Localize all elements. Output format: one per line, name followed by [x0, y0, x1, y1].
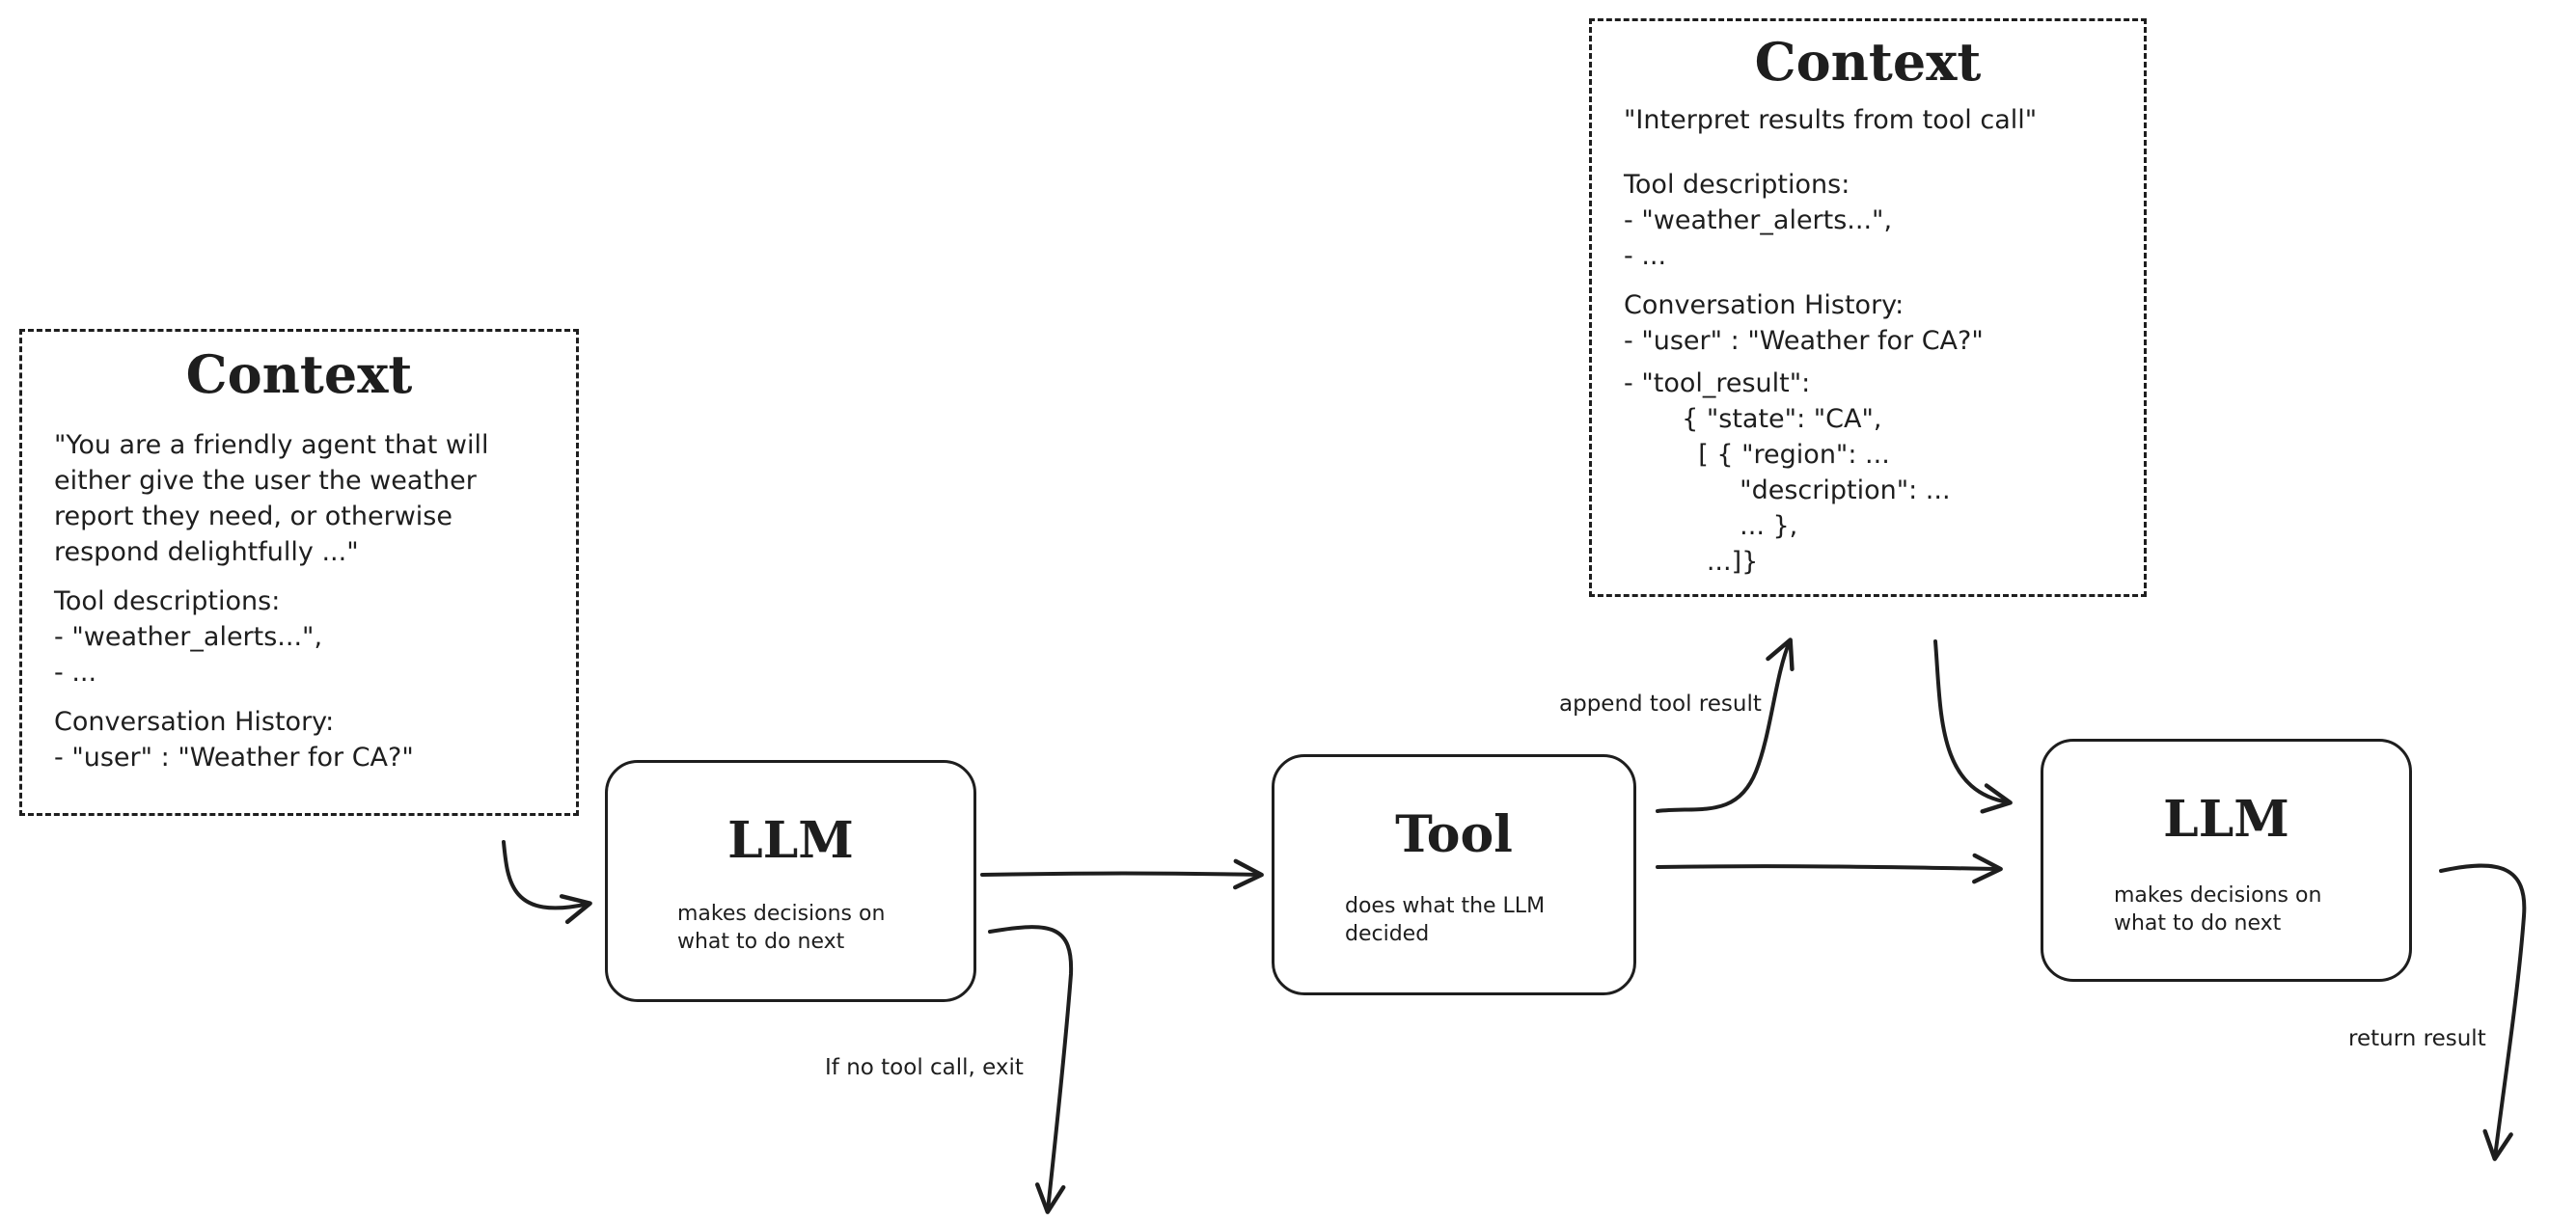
arrow-context-to-llm2: [1933, 639, 2013, 814]
arrow-context-to-llm: [502, 840, 592, 925]
tool-result-line: - "tool_result":: [1624, 368, 1811, 398]
arrow-llm-exit: [988, 925, 1074, 1214]
system-prompt-line: "You are a friendly agent that will: [54, 430, 489, 460]
edge-label-no-tool-exit: If no tool call, exit: [825, 1055, 1024, 1080]
tool-description-item: - ...: [54, 658, 97, 688]
context-box-initial: Context "You are a friendly agent that w…: [19, 329, 579, 816]
node-description: makes decisions on what to do next: [677, 900, 885, 956]
tool-description-item: - ...: [1624, 241, 1667, 271]
context-body: "Interpret results from tool call" Tool …: [1624, 102, 2037, 580]
node-title: Tool: [1395, 805, 1513, 864]
node-description-line: makes decisions on: [2114, 883, 2322, 908]
context-title: Context: [1754, 31, 1982, 93]
history-item: - "user" : "Weather for CA?": [54, 743, 414, 773]
node-description-line: decided: [1345, 922, 1430, 946]
node-description-line: makes decisions on: [677, 902, 886, 926]
llm-node-first: LLM makes decisions on what to do next: [605, 760, 976, 1002]
tool-result-line: ...]}: [1624, 547, 1759, 577]
node-description: does what the LLM decided: [1345, 892, 1545, 948]
system-prompt-line: "Interpret results from tool call": [1624, 105, 2038, 135]
llm-node-second: LLM makes decisions on what to do next: [2041, 739, 2412, 982]
history-item: - "user" : "Weather for CA?": [1624, 326, 1984, 356]
node-description-line: what to do next: [2114, 911, 2282, 936]
context-title: Context: [185, 343, 413, 405]
node-description-line: what to do next: [677, 930, 845, 954]
tool-description-item: - "weather_alerts...",: [54, 622, 323, 652]
arrow-tool-append: [1656, 638, 1795, 813]
tool-descriptions-heading: Tool descriptions:: [54, 586, 281, 616]
tool-description-item: - "weather_alerts...",: [1624, 205, 1893, 235]
edge-label-return-result: return result: [2348, 1026, 2486, 1051]
tool-result-line: ... },: [1624, 511, 1798, 541]
edge-label-append-tool-result: append tool result: [1559, 692, 1762, 717]
node-description: makes decisions on what to do next: [2114, 882, 2321, 937]
system-prompt-line: report they need, or otherwise: [54, 502, 452, 531]
tool-result-line: "description": ...: [1624, 475, 1951, 505]
history-heading: Conversation History:: [54, 707, 335, 737]
history-heading: Conversation History:: [1624, 290, 1905, 320]
node-title: LLM: [2163, 790, 2289, 849]
arrow-return-result: [2439, 863, 2527, 1161]
arrow-tool-to-llm2: [1656, 853, 2003, 884]
node-title: LLM: [727, 811, 854, 870]
node-description-line: does what the LLM: [1345, 894, 1546, 918]
tool-result-line: [ { "region": ...: [1624, 440, 1890, 470]
tool-node: Tool does what the LLM decided: [1272, 754, 1636, 995]
system-prompt-line: either give the user the weather: [54, 466, 477, 496]
arrow-llm-to-tool: [980, 858, 1264, 890]
context-box-after-tool: Context "Interpret results from tool cal…: [1589, 18, 2147, 597]
tool-descriptions-heading: Tool descriptions:: [1624, 170, 1850, 200]
system-prompt-line: respond delightfully ...": [54, 537, 359, 567]
context-body: "You are a friendly agent that will eith…: [54, 427, 489, 775]
tool-result-line: { "state": "CA",: [1624, 404, 1882, 434]
